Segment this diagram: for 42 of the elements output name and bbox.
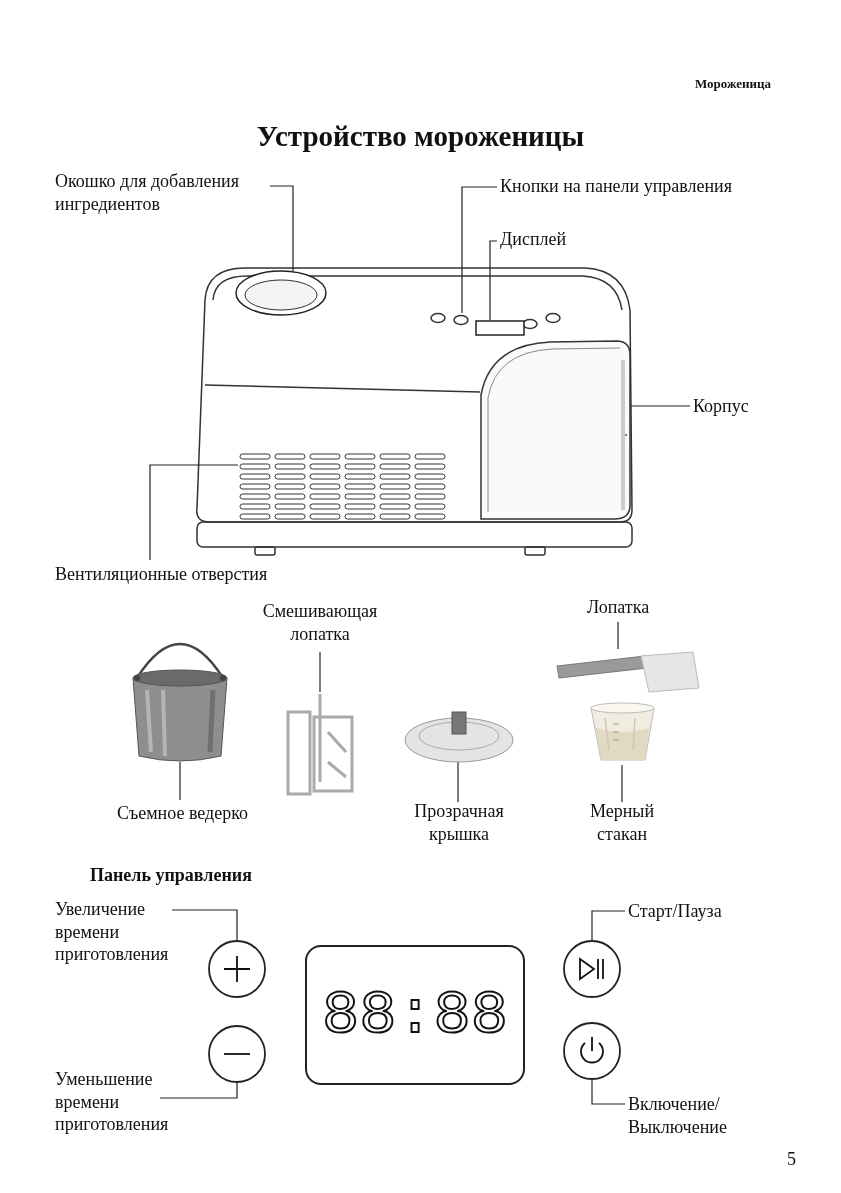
leader-line (621, 764, 623, 803)
part-label: Включение/ Выключение (628, 1093, 753, 1138)
round-button (563, 1022, 621, 1080)
part-label: Лопатка (578, 596, 658, 619)
leader-line (149, 464, 239, 561)
side-panel-drawing (480, 340, 632, 520)
leader-line (319, 651, 321, 693)
part-label: Корпус (693, 395, 749, 418)
round-button (208, 940, 266, 998)
display-window (475, 320, 525, 336)
leader-line (171, 909, 238, 941)
page-title: Устройство мороженицы (255, 119, 586, 154)
leader-line (489, 240, 498, 321)
part-label: Дисплей (500, 228, 567, 251)
part-label: Прозрачная крышка (403, 800, 515, 845)
page-header: Мороженица (695, 76, 771, 93)
leader-line (591, 910, 626, 941)
leader-line (461, 186, 498, 314)
part-label: Смешивающая лопатка (250, 600, 390, 645)
part-label: Окошко для добавления ингредиентов (55, 170, 270, 215)
page-number: 5 (787, 1148, 796, 1171)
round-button (208, 1025, 266, 1083)
part-label: Вентиляционные отверстия (55, 563, 268, 586)
leader-line (457, 761, 459, 803)
leader-line (159, 1082, 238, 1099)
display-screen: 88:88 (305, 945, 525, 1085)
spatula-drawing (553, 648, 703, 694)
round-button (563, 940, 621, 998)
section-heading: Панель управления (90, 864, 252, 887)
leader-line (591, 1079, 626, 1105)
leader-line (630, 405, 691, 407)
part-label: Мерный стакан (577, 800, 667, 845)
leader-line (617, 621, 619, 650)
part-label: Уменьшение времени приготовления (55, 1068, 195, 1136)
leader-line (179, 761, 181, 801)
lid-window (235, 270, 327, 316)
control-buttons-drawing (430, 311, 472, 328)
part-label: Старт/Пауза (628, 900, 722, 923)
leader-line (269, 185, 294, 272)
part-label: Увеличение времени приготовления (55, 898, 195, 966)
part-label: Съемное ведерко (95, 802, 270, 825)
part-label: Кнопки на панели управления (500, 175, 733, 198)
